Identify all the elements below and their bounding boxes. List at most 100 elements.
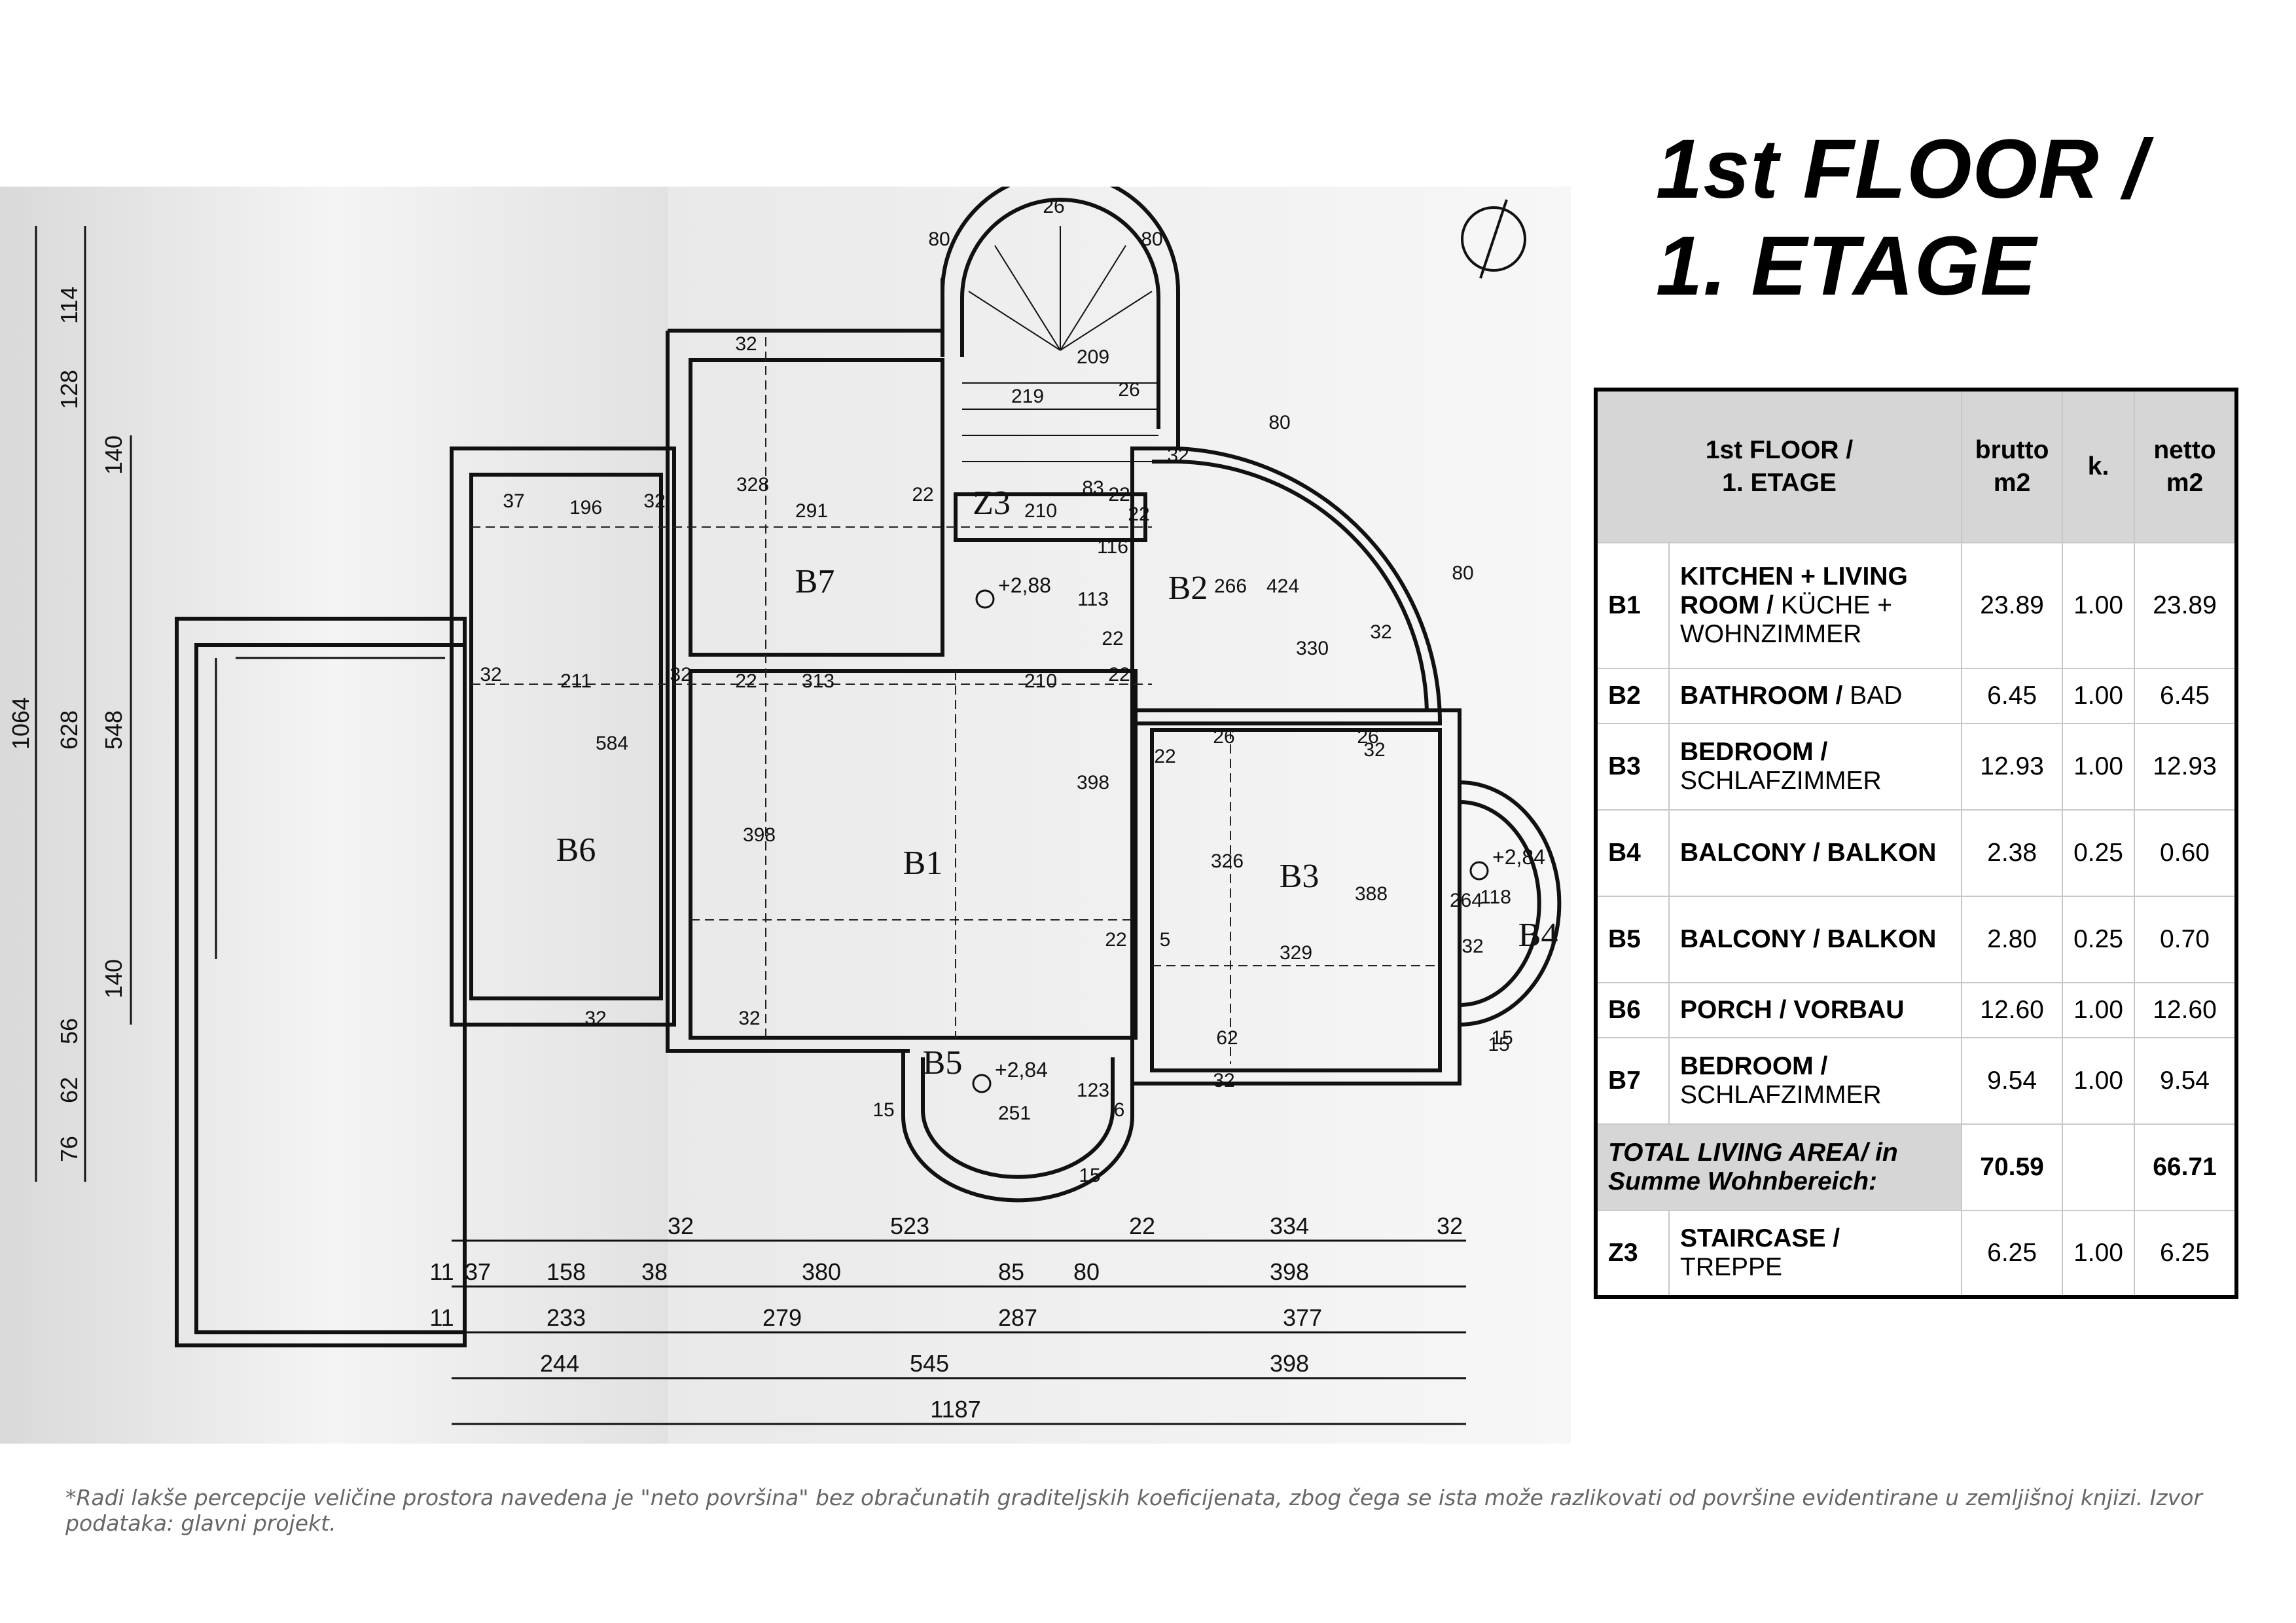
row-netto: 6.45 [2134, 668, 2237, 724]
header-name-line1: 1st FLOOR / [1705, 436, 1854, 464]
dim-bottom-label: 32 [1437, 1213, 1463, 1239]
dim-interior-label: 80 [928, 228, 950, 250]
room-label-b5: B5 [923, 1044, 963, 1082]
dim-interior-label: 116 [1097, 536, 1128, 558]
dim-interior-label: 32 [1213, 1070, 1234, 1091]
dim-bottom-label: 38 [641, 1258, 668, 1285]
plan-shadow [0, 187, 668, 1444]
row-name-bold: KITCHEN + LIVING ROOM / [1680, 562, 1908, 619]
row-name-bold: BEDROOM / [1680, 1052, 1828, 1080]
dim-interior-label: 37 [503, 490, 524, 512]
dim-bottom-label: 545 [910, 1350, 949, 1377]
header-netto: netto m2 [2134, 389, 2237, 543]
row-k: 0.25 [2062, 896, 2135, 983]
row-netto: 23.89 [2134, 542, 2237, 669]
header-name-line2: 1. ETAGE [1722, 469, 1837, 497]
dim-interior-label: 113 [1077, 589, 1109, 610]
page-title: 1st FLOOR / 1. ETAGE [1656, 121, 2147, 315]
dim-interior-label: 326 [1211, 850, 1244, 872]
row-name-bold: PORCH / VORBAU [1680, 996, 1905, 1024]
row-name-rest: TREPPE [1680, 1253, 1783, 1281]
room-label-b4: B4 [1518, 917, 1558, 954]
plan-paper-right [668, 187, 1571, 1444]
dim-left [35, 226, 132, 1182]
header-k: k. [2062, 389, 2135, 543]
page-title-line2: 1. ETAGE [1656, 219, 2037, 313]
dim-bottom-label: 380 [802, 1258, 841, 1285]
dim-interior-label: 398 [743, 824, 776, 846]
dim-interior-label: 291 [795, 500, 828, 522]
row-k: 1.00 [2062, 668, 2135, 724]
dim-left-label: 1064 [7, 697, 34, 750]
row-code: B3 [1595, 723, 1670, 811]
level-label: +2,88 [998, 574, 1051, 597]
dim-interior-label: 313 [802, 670, 834, 692]
stair-steps [962, 226, 1158, 462]
dim-interior-label: 5 [1160, 929, 1171, 951]
area-table: 1st FLOOR / 1. ETAGE brutto m2 k. netto … [1594, 388, 2238, 1299]
row-brutto: 12.60 [1961, 982, 2064, 1038]
dim-interior-label: 22 [1108, 664, 1130, 685]
dim-interior-label: 209 [1077, 346, 1109, 368]
table-row: B7 BEDROOM / SCHLAFZIMMER 9.54 1.00 9.54 [1595, 1037, 2237, 1125]
row-name-bold: BEDROOM / [1680, 738, 1828, 766]
dim-interior-label: 15 [1488, 1034, 1509, 1055]
dim-interior-label: 584 [596, 733, 628, 754]
dim-interior-label: 32 [1370, 621, 1391, 643]
dim-interior-label: 264 [1450, 890, 1482, 911]
table-row: B2 BATHROOM / BAD 6.45 1.00 6.45 [1595, 668, 2237, 724]
dim-left-label: 62 [56, 1077, 82, 1103]
row-name-rest: KÜCHE + WOHNZIMMER [1680, 591, 1892, 648]
dim-interior-label: 32 [738, 1008, 760, 1029]
dim-interior-label: 22 [1154, 746, 1175, 767]
dim-bottom-label: 37 [465, 1258, 491, 1285]
dim-interior-label: 22 [1108, 484, 1130, 505]
total-netto: 66.71 [2134, 1123, 2237, 1211]
dim-interior-label: 210 [1024, 670, 1057, 692]
row-netto: 6.25 [2134, 1210, 2237, 1298]
header-name: 1st FLOOR / 1. ETAGE [1594, 389, 1963, 543]
row-brutto: 2.38 [1961, 809, 2064, 897]
area-table-header: 1st FLOOR / 1. ETAGE brutto m2 k. netto … [1594, 389, 2237, 543]
row-code: B7 [1595, 1037, 1670, 1125]
dim-bottom-label: 279 [762, 1304, 802, 1331]
dim-interior-label: 32 [1462, 936, 1483, 957]
dim-interior-label: 15 [872, 1099, 894, 1121]
dim-interior-label: 26 [1357, 726, 1378, 748]
footnote: *Radi lakše percepcije veličine prostora… [65, 1485, 2202, 1536]
row-netto: 9.54 [2134, 1037, 2237, 1125]
dim-interior-label: 118 [1480, 886, 1511, 908]
row-brutto: 9.54 [1961, 1037, 2064, 1125]
dim-interior-label: 22 [1128, 503, 1149, 525]
dim-interior-label: 266 [1214, 575, 1247, 597]
row-k: 0.25 [2062, 809, 2135, 897]
row-name: BALCONY / BALKON [1668, 896, 1963, 983]
row-brutto: 12.93 [1961, 723, 2064, 811]
dim-bottom-label: 80 [1073, 1258, 1100, 1285]
dim-interior-label: 32 [735, 333, 757, 355]
total-brutto: 70.59 [1961, 1123, 2064, 1211]
dim-bottom-label: 85 [998, 1258, 1024, 1285]
dim-bottom-total: 1187 [930, 1396, 980, 1423]
dim-bottom-label: 11 [429, 1304, 454, 1331]
dim-interior-label: 330 [1296, 638, 1329, 659]
dim-bottom-label: 334 [1270, 1213, 1309, 1239]
dim-interior-labels: 37 196 32 32 328 291 22 210 22 83 116 22… [480, 196, 1513, 1186]
row-name: BATHROOM / BAD [1668, 668, 1963, 724]
row-brutto: 2.80 [1961, 896, 2064, 983]
plan-dim-lines [471, 337, 1440, 1064]
dim-left-label: 548 [100, 710, 127, 750]
row-name: KITCHEN + LIVING ROOM / KÜCHE + WOHNZIMM… [1668, 542, 1963, 669]
dim-interior-label: 80 [1452, 562, 1473, 584]
dim-interior-label: 80 [1268, 412, 1290, 433]
dim-interior-label: 62 [1216, 1027, 1238, 1049]
dim-interior-label: 32 [480, 664, 501, 685]
dim-interior-label: 388 [1355, 883, 1388, 905]
total-label: TOTAL LIVING AREA/ in Summe Wohnbereich: [1594, 1123, 1963, 1211]
row-name: PORCH / VORBAU [1668, 982, 1963, 1038]
row-name: BEDROOM / SCHLAFZIMMER [1668, 1037, 1963, 1125]
dim-left-label: 56 [56, 1018, 82, 1044]
dim-interior-label: 83 [1082, 477, 1103, 499]
room-labels: B7 Z3 B2 B6 B1 B3 B4 B5 [556, 484, 1558, 1082]
dim-bottom-label: 523 [890, 1213, 929, 1239]
